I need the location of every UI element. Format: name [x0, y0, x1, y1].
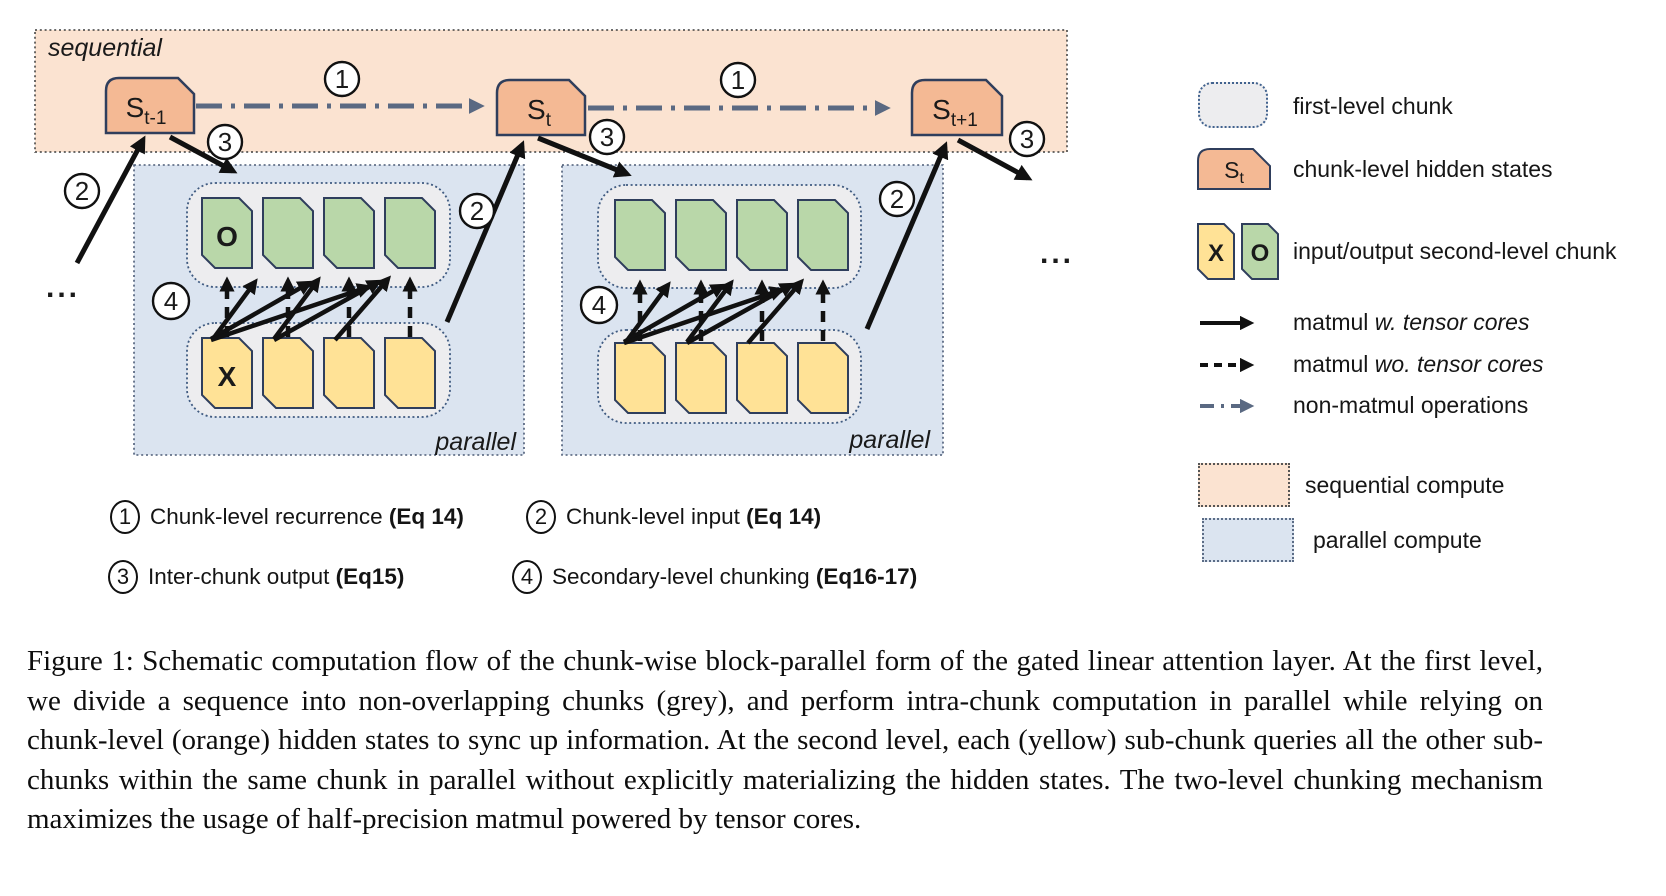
input-block: [675, 342, 727, 414]
svg-text:2: 2: [75, 176, 89, 206]
parallel-region-label: parallel: [434, 428, 517, 456]
parallel-compute-swatch: [1202, 518, 1294, 562]
output-block: [675, 199, 727, 271]
svg-text:4: 4: [164, 286, 178, 316]
legend-label: sequential compute: [1305, 472, 1505, 498]
input-block: [384, 337, 436, 409]
parallel-region-label: parallel: [848, 426, 931, 454]
dashdot-arrow-icon: [1200, 398, 1255, 414]
right-ellipsis: ...: [1040, 237, 1074, 270]
svg-text:1: 1: [731, 65, 745, 95]
svg-text:3: 3: [218, 127, 232, 157]
left-ellipsis: ...: [46, 271, 80, 304]
output-block: [736, 199, 788, 271]
state-box-t: St: [495, 78, 587, 137]
step-badge-2: 2: [458, 192, 496, 230]
output-block: [323, 197, 375, 269]
first-level-chunk-swatch: [1198, 82, 1268, 128]
legend-label: non-matmul operations: [1293, 392, 1529, 418]
input-output-swatch: X O: [1197, 223, 1279, 280]
inter-chunk-output-arrow: [956, 137, 1033, 181]
annotation-1: 1 Chunk-level recurrence (Eq 14): [110, 500, 464, 534]
legend-label: chunk-level hidden states: [1293, 156, 1553, 182]
svg-text:4: 4: [592, 290, 606, 320]
input-block: [262, 337, 314, 409]
chunk-input-arrow: [74, 135, 146, 265]
state-box-t-plus-1: St+1: [910, 78, 1004, 137]
output-swatch: [1241, 223, 1279, 280]
chunk-level-io-arrows: [74, 134, 1033, 330]
output-block-label: O: [216, 221, 238, 252]
annotation-4: 4 Secondary-level chunking (Eq16-17): [512, 560, 917, 594]
output-block: [384, 197, 436, 269]
step-badge-3: 3: [588, 118, 626, 156]
input-block: [797, 342, 849, 414]
step-badge-3: 3: [1008, 120, 1046, 158]
svg-text:2: 2: [890, 184, 904, 214]
annotation-3: 3 Inter-chunk output (Eq15): [108, 560, 404, 594]
svg-text:St: St: [1224, 157, 1244, 187]
output-block: [797, 199, 849, 271]
step-badge-1: 1: [323, 60, 361, 98]
svg-text:St+1: St+1: [932, 94, 978, 131]
legend-label: parallel compute: [1313, 527, 1482, 553]
legend-label: input/output second-level chunk: [1293, 238, 1617, 264]
legend-label: matmul wo. tensor cores: [1293, 351, 1544, 377]
chunk-input-arrow: [444, 140, 526, 323]
svg-text:O: O: [1251, 240, 1270, 267]
svg-text:3: 3: [1020, 124, 1034, 154]
inter-chunk-output-arrow: [537, 135, 632, 178]
dashed-arrow-icon: [1200, 357, 1255, 373]
step-badge-2: 2: [526, 500, 556, 534]
sequential-compute-swatch: [1198, 463, 1290, 507]
inter-chunk-output-arrow: [168, 134, 238, 174]
legend-label: first-level chunk: [1293, 93, 1453, 119]
svg-text:3: 3: [600, 122, 614, 152]
legend-label: matmul w. tensor cores: [1293, 309, 1530, 335]
svg-text:St: St: [527, 94, 552, 131]
output-block: [614, 199, 666, 271]
output-block: [262, 197, 314, 269]
input-block: [614, 342, 666, 414]
intra-chunk-solid-arrows: [209, 275, 392, 343]
input-block: [736, 342, 788, 414]
input-block-label: X: [218, 361, 237, 392]
hidden-state-swatch: St: [1197, 148, 1271, 190]
chunk-input-arrow: [864, 141, 949, 330]
step-badge-4: 4: [579, 285, 619, 325]
output-block: [201, 197, 253, 269]
step-badge-1: 1: [110, 500, 140, 534]
figure-caption: Figure 1: Schematic computation flow of …: [27, 645, 1543, 835]
intra-chunk-solid-arrows: [622, 278, 805, 346]
svg-text:X: X: [1208, 240, 1224, 267]
svg-text:St-1: St-1: [126, 92, 167, 129]
step-badge-3: 3: [108, 560, 138, 594]
parallel-region-2: parallel: [561, 164, 944, 456]
step-badge-2: 2: [63, 172, 101, 210]
step-badge-2: 2: [878, 180, 916, 218]
step-badge-3: 3: [206, 123, 244, 161]
input-block: [323, 337, 375, 409]
annotation-2: 2 Chunk-level input (Eq 14): [526, 500, 821, 534]
figure-diagram: sequential parallel O X: [34, 29, 1074, 456]
state-box-t-minus-1: St-1: [104, 76, 196, 135]
solid-arrow-icon: [1200, 315, 1255, 331]
step-badges: 1 1 2 2 2 3 3 3 4 4: [63, 60, 1046, 325]
step-badge-4: 4: [151, 281, 191, 321]
input-block: [201, 337, 253, 409]
svg-text:2: 2: [470, 196, 484, 226]
step-badge-4: 4: [512, 560, 542, 594]
step-badge-1: 1: [719, 61, 757, 99]
svg-text:1: 1: [335, 64, 349, 94]
recurrence-arrows: [196, 97, 891, 117]
input-swatch: [1197, 223, 1235, 280]
sequential-region-label: sequential: [48, 34, 163, 62]
